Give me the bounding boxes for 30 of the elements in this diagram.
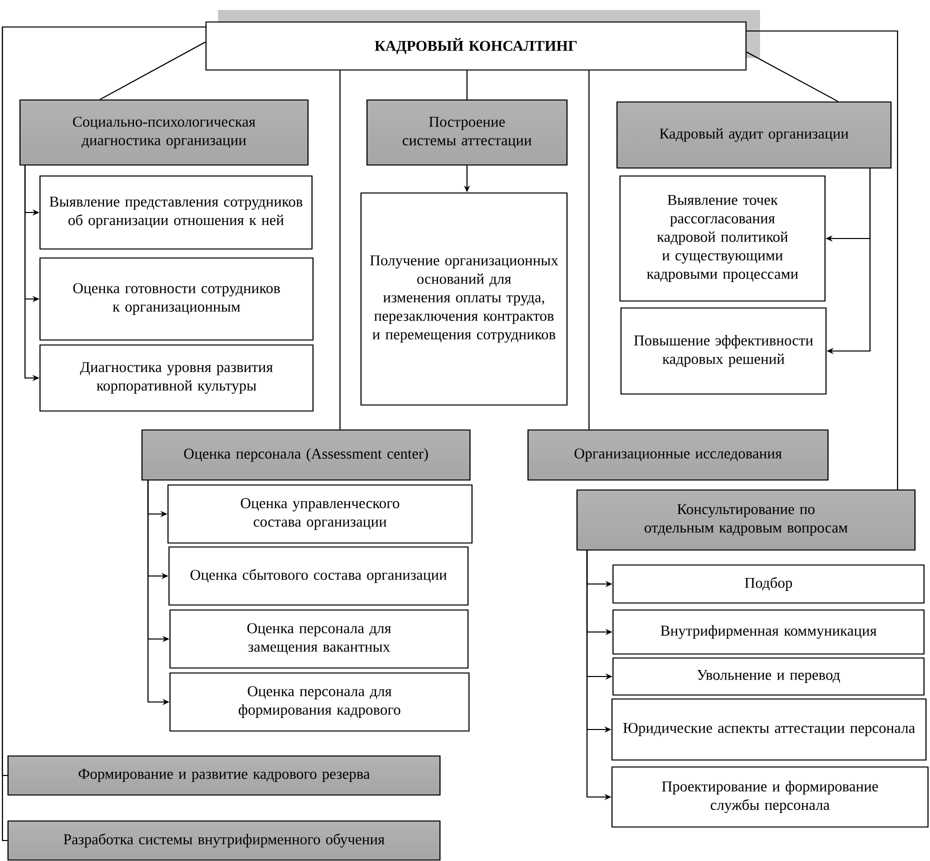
item-box: Оценка готовности сотрудников к организационным (39, 257, 314, 341)
connector-line (588, 70, 590, 430)
item-box: Юридические аспекты аттестации персонала (611, 698, 927, 761)
category-box: Разработка системы внутрифирменного обучения (7, 820, 441, 861)
category-box: Социально-психологическая диагностика организации (19, 99, 309, 166)
category-box: Организационные исследования (527, 429, 829, 481)
title-box: КАДРОВЫЙ КОНСАЛТИНГ (205, 10, 760, 71)
category-box: Консультирование по отдельным кадровым вопросам (576, 489, 916, 551)
connector-line (746, 52, 838, 102)
item-box: Диагностика уровня развития корпоративной культуры (39, 344, 314, 412)
item-box: Получение организационных оснований для изменения оплаты труда, перезаключения контрактов и перемещения сотрудников (360, 192, 568, 406)
connector-line (100, 42, 206, 100)
item-box: Увольнение и перевод (612, 657, 925, 696)
item-box: Оценка персонала для формирования кадрового (169, 672, 470, 732)
category-box: Построение системы аттестации (366, 99, 568, 166)
connector-line (339, 70, 341, 430)
category-box: Кадровый аудит организации (616, 101, 892, 169)
category-box: Формирование и развитие кадрового резерва (7, 755, 441, 796)
connector-line (746, 30, 898, 490)
connector-line (466, 70, 468, 100)
item-box: Оценка персонала для замещения вакантных (169, 609, 469, 669)
item-box: Проектирование и формирование службы персонала (611, 766, 929, 828)
item-box: Оценка сбытового состава организации (168, 546, 469, 606)
item-box: Внутрифирменная коммуникация (612, 609, 925, 655)
category-box: Оценка персонала (Assessment center) (141, 429, 471, 481)
item-box: Подбор (612, 564, 925, 604)
item-box: Оценка управленческого состава организации (167, 484, 473, 544)
item-box: Выявление точек рассогласования кадровой политикой и существующими кадровыми процессами (619, 175, 826, 302)
item-box: Повышение эффективности кадровых решений (620, 307, 827, 395)
item-box: Выявление представления сотрудников об организации отношения к ней (39, 175, 313, 250)
